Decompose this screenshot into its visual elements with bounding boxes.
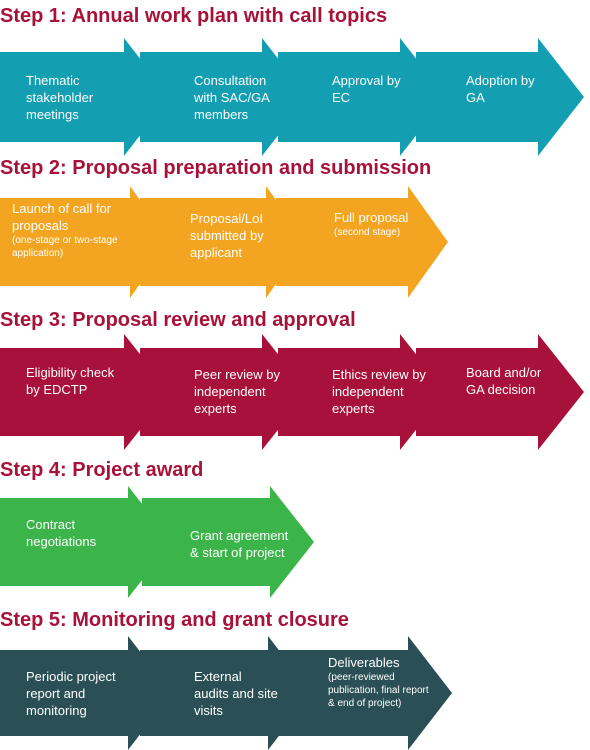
step-1-box-1-label: Thematic stakeholder meetings: [26, 72, 94, 122]
step-5-arrow-1: [0, 636, 172, 750]
step-3-arrow-3: [278, 334, 446, 450]
step-4-flow: [0, 486, 314, 598]
step-4-title: Step 4: Project award: [0, 459, 204, 481]
step-2-flow: [0, 186, 448, 298]
step-5-box-3-label: Deliverables: [328, 655, 400, 670]
step-5-box-3-note: (peer-reviewed publication, final report…: [328, 672, 429, 709]
step-3-box-3-label: Ethics review by independent experts: [332, 366, 426, 416]
step-3-flow: [0, 334, 584, 450]
step-2-box-1-note: (one-stage or two-stage application): [12, 235, 118, 259]
step-3-box-1: Eligibility check by EDCTP: [26, 352, 130, 410]
step-2-box-3: Full proposal (second stage): [334, 204, 434, 244]
step-1-title: Step 1: Annual work plan with call topic…: [0, 5, 388, 27]
step-1-box-3: Approval by EC: [332, 52, 422, 126]
step-5-box-2-label: External audits and site visits: [194, 668, 278, 718]
step-5-box-3: Deliverables (peer-reviewed publication,…: [328, 654, 438, 740]
step-3-title: Step 3: Proposal review and approval: [0, 309, 356, 331]
step-1-box-2: Consultation with SAC/GA members: [194, 52, 284, 142]
step-5-box-1: Periodic project report and monitoring: [26, 654, 130, 732]
step-5-box-1-label: Periodic project report and monitoring: [26, 668, 116, 718]
step-3-box-3: Ethics review by independent experts: [332, 352, 432, 430]
step-3-box-1-label: Eligibility check by EDCTP: [26, 365, 115, 397]
step-1-box-3-label: Approval by EC: [332, 73, 401, 105]
step-2-title: Step 2: Proposal preparation and submiss…: [0, 157, 432, 179]
step-4-box-1: Contract negotiations: [26, 504, 126, 562]
step-5-title: Step 5: Monitoring and grant closure: [0, 609, 349, 631]
step-1-box-2-label: Consultation with SAC/GA members: [194, 72, 270, 122]
step-3-box-2: Peer review by independent experts: [194, 352, 290, 430]
step-4-box-1-label: Contract negotiations: [26, 517, 97, 549]
step-2-box-3-label: Full proposal: [334, 210, 409, 225]
step-5-flow: [0, 636, 452, 750]
step-2-arrow-3: [276, 186, 448, 298]
step-3-box-2-label: Peer review by independent experts: [194, 366, 280, 416]
step-2-box-3-note: (second stage): [334, 227, 401, 238]
step-1-arrow-2: [140, 38, 308, 156]
step-1-box-4: Adoption by GA: [466, 52, 556, 126]
step-5-arrow-2: [140, 636, 312, 750]
step-2-arrow-1: [0, 186, 170, 298]
step-2-box-2-label: Proposal/LoI submitted by applicant: [190, 210, 264, 260]
step-1-box-1: Thematic stakeholder meetings: [26, 52, 134, 142]
step-1-box-4-label: Adoption by GA: [466, 73, 535, 105]
step-5-box-2: External audits and site visits: [194, 654, 278, 732]
step-3-arrow-4: [416, 334, 584, 450]
step-3-box-4: Board and/or GA decision: [466, 352, 556, 410]
step-1-arrow-3: [278, 38, 446, 156]
step-4-box-2: Grant agreement & start of project: [190, 504, 290, 584]
step-3-box-4-label: Board and/or GA decision: [466, 365, 542, 397]
step-1-arrow-1: [0, 38, 170, 156]
step-2-box-1: Launch of call for proposals (one-stage …: [12, 200, 136, 284]
step-4-arrow-2: [142, 486, 314, 598]
step-1-flow: [0, 38, 584, 156]
step-2-box-2: Proposal/LoI submitted by applicant: [190, 204, 290, 266]
step-4-box-2-label: Grant agreement & start of project: [190, 528, 289, 560]
step-3-arrow-2: [140, 334, 308, 450]
step-1-arrow-4: [416, 38, 584, 156]
step-2-arrow-2: [140, 186, 306, 298]
step-2-box-1-label: Launch of call for proposals: [12, 201, 112, 233]
step-5-arrow-3: [278, 636, 452, 750]
step-4-arrow-1: [0, 486, 172, 598]
step-3-arrow-1: [0, 334, 170, 450]
